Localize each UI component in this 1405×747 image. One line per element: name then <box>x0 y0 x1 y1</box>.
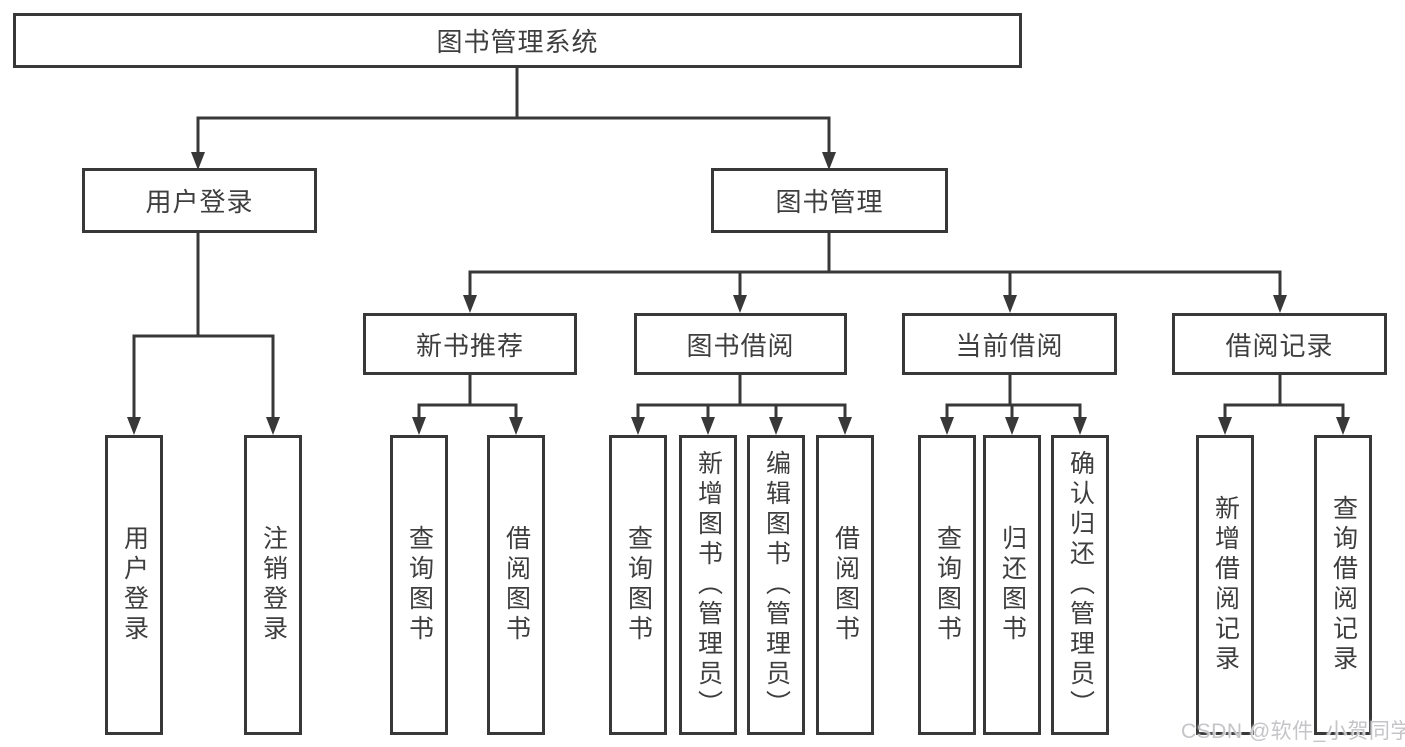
csdn-watermark: CSDN @软件_小贺同学 <box>1181 720 1405 743</box>
leaf-query-books-recommend: 查询图书 <box>390 435 448 735</box>
node-root: 图书管理系统 <box>13 13 1022 68</box>
leaf-query-books-current: 查询图书 <box>918 435 976 735</box>
connector-user-login <box>132 233 275 418</box>
leaf-return-books: 归还图书 <box>983 435 1041 735</box>
connector-new-book-recommend <box>417 375 518 418</box>
leaf-borrow-books-recommend: 借阅图书 <box>487 435 545 735</box>
node-borrow-records: 借阅记录 <box>1172 313 1387 375</box>
node-user-login: 用户登录 <box>82 168 317 233</box>
connector-root-bar <box>196 116 831 153</box>
leaf-add-book-admin: 新增图书（管理员） <box>679 435 737 735</box>
node-book-management: 图书管理 <box>711 168 948 233</box>
leaf-logout: 注销登录 <box>244 435 302 735</box>
leaf-user-login: 用户登录 <box>105 435 163 735</box>
connector-book-borrow <box>636 375 847 418</box>
node-current-borrow: 当前借阅 <box>902 313 1117 375</box>
connector-current-borrow <box>945 375 1082 418</box>
leaf-query-books-borrow: 查询图书 <box>609 435 667 735</box>
arrowheads <box>127 152 1350 435</box>
leaf-edit-book-admin: 编辑图书（管理员） <box>747 435 805 735</box>
connector-borrow-records <box>1223 375 1345 418</box>
leaf-add-borrow-record: 新增借阅记录 <box>1196 435 1254 735</box>
leaf-confirm-return-admin: 确认归还（管理员） <box>1051 435 1109 735</box>
node-book-borrow: 图书借阅 <box>634 313 847 375</box>
leaf-query-borrow-record: 查询借阅记录 <box>1314 435 1372 735</box>
node-new-book-recommend: 新书推荐 <box>363 313 577 375</box>
connector-book-management <box>468 233 1282 296</box>
leaf-borrow-books: 借阅图书 <box>816 435 874 735</box>
